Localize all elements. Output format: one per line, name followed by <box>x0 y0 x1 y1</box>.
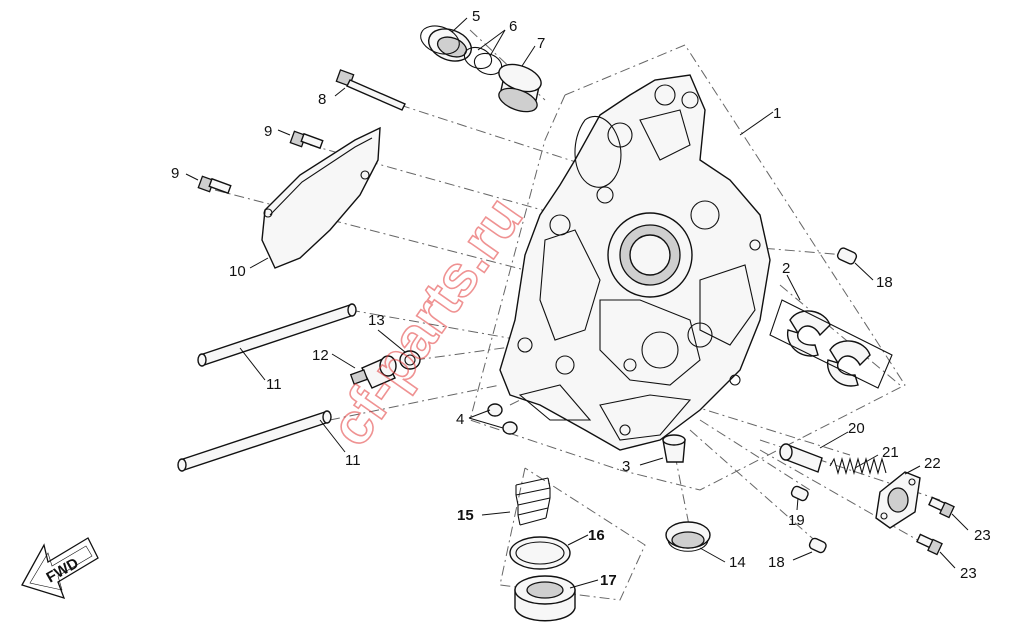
watermark-text: cf-parts.ru <box>317 185 535 457</box>
label-part-16: 16 <box>588 527 605 544</box>
sensor-part-12 <box>349 355 397 389</box>
dowel-part-18-upper <box>836 247 858 265</box>
label-part-17: 17 <box>600 572 617 589</box>
washer-part-13 <box>399 350 421 370</box>
label-part-20: 20 <box>848 420 865 437</box>
callout-labels: 5 6 7 8 9 9 10 11 11 12 13 4 3 15 16 17 … <box>171 8 991 589</box>
label-part-9-upper: 9 <box>264 123 272 140</box>
spring-part-15 <box>515 477 551 526</box>
label-part-12: 12 <box>312 347 329 364</box>
bolt-part-23-lower <box>916 533 943 556</box>
label-part-6: 6 <box>509 18 517 35</box>
cap-plate-part-22 <box>875 471 921 529</box>
label-part-22: 22 <box>924 455 941 472</box>
stud-part-11-upper <box>197 303 357 367</box>
label-part-13: 13 <box>368 312 385 329</box>
label-part-23-upper: 23 <box>974 527 991 544</box>
o-ring-part-16 <box>509 536 571 570</box>
label-part-4: 4 <box>456 411 464 428</box>
label-part-11-lower: 11 <box>345 452 361 469</box>
crankcase-cover <box>499 74 771 451</box>
dowel-part-18-lower <box>808 537 827 554</box>
plug-part-17 <box>514 575 576 622</box>
label-part-18-lower: 18 <box>768 554 785 571</box>
leader-lines <box>185 17 969 589</box>
cover-plate-part-10 <box>261 126 381 269</box>
label-part-1: 1 <box>773 105 781 122</box>
label-part-3: 3 <box>622 458 630 475</box>
label-part-5: 5 <box>472 8 480 25</box>
label-part-14: 14 <box>729 554 746 571</box>
forward-direction-arrow-icon: FWD <box>21 537 99 600</box>
bearing-shells-part-2 <box>769 299 893 389</box>
label-part-9-lower: 9 <box>171 165 179 182</box>
label-part-8: 8 <box>318 91 326 108</box>
label-part-15: 15 <box>457 507 474 524</box>
o-rings-part-6 <box>463 46 503 76</box>
bolt-part-9-lower <box>197 175 232 195</box>
bolt-part-8 <box>335 69 406 111</box>
spring-part-21 <box>829 456 887 476</box>
sleeve-part-7 <box>498 63 542 113</box>
bolt-part-23-upper <box>928 496 955 519</box>
label-part-23-lower: 23 <box>960 565 977 582</box>
dowel-pins-part-4 <box>487 403 518 435</box>
label-part-2: 2 <box>782 260 790 277</box>
fitting-part-3 <box>662 434 686 463</box>
stud-part-11-lower <box>177 410 332 472</box>
label-part-7: 7 <box>537 35 545 52</box>
label-part-21: 21 <box>882 444 899 461</box>
oil-seal-part-5 <box>420 25 473 62</box>
seal-part-14 <box>665 521 711 552</box>
label-part-19: 19 <box>788 512 805 529</box>
label-part-18-upper: 18 <box>876 274 893 291</box>
bolt-part-9-upper <box>289 130 324 150</box>
label-part-10: 10 <box>229 263 246 280</box>
plunger-part-20 <box>779 443 823 473</box>
label-part-11-upper: 11 <box>266 376 282 393</box>
